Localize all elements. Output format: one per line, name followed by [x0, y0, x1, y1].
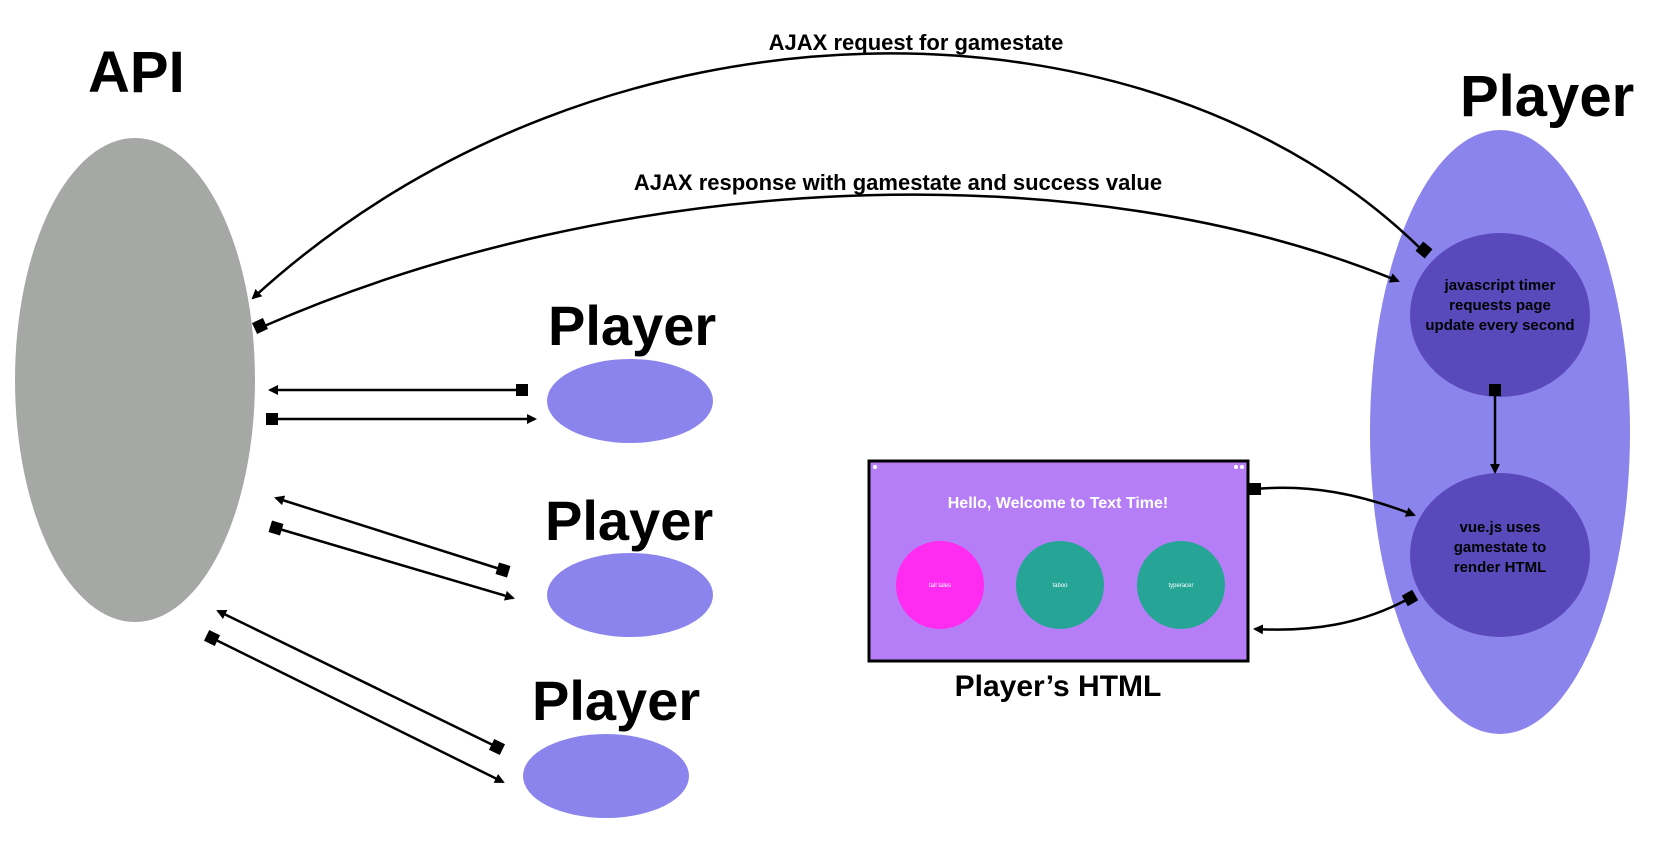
player-3-node: [523, 734, 689, 818]
preview-to-vue-arrow: [1254, 486, 1416, 517]
game-taboo-circle: [1016, 541, 1104, 629]
game-typeracer-circle: [1137, 541, 1225, 629]
vue-render-line-2: gamestate to: [1454, 539, 1547, 556]
vue-to-preview-arrow: [1253, 596, 1411, 635]
js-timer-line-2: requests page: [1449, 297, 1551, 314]
edge-endpoint-square: [1489, 384, 1501, 396]
main-player-node: [1370, 130, 1630, 734]
preview-window-dot-icon: [1234, 465, 1238, 469]
game-tall-tales-label: tall tales: [929, 583, 951, 589]
edge-endpoint-square: [488, 738, 506, 756]
js-timer-node: [1410, 233, 1590, 397]
preview-caption: Player’s HTML: [955, 670, 1162, 703]
api-to-player2-arrow: [275, 526, 515, 601]
player-2-node: [547, 553, 713, 637]
game-tall-tales-circle: [896, 541, 984, 629]
ajax-request-arrow: [251, 52, 1425, 300]
game-taboo-label: taboo: [1052, 583, 1068, 589]
edge-endpoint-square: [268, 520, 284, 536]
player2-to-api-arrow: [274, 495, 504, 572]
preview-window-dot-icon: [1240, 465, 1244, 469]
ajax-response-arrow: [261, 193, 1400, 329]
edge-endpoint-square: [516, 384, 528, 396]
game-typeracer-label: typeracer: [1168, 583, 1193, 589]
player-2-label: Player: [545, 489, 713, 552]
ajax-request-label: AJAX request for gamestate: [769, 30, 1064, 55]
api-to-player3-arrow: [211, 636, 505, 784]
vue-render-line-1: vue.js uses: [1460, 519, 1541, 536]
edge-endpoint-square: [1415, 241, 1433, 259]
edge-endpoint-square: [1401, 589, 1419, 607]
edge-endpoint-square: [203, 629, 221, 647]
vue-render-node: [1410, 473, 1590, 637]
preview-window-dot-icon: [873, 465, 877, 469]
edge-endpoint-square: [1249, 483, 1261, 495]
edge-endpoint-square: [266, 413, 278, 425]
player-html-preview: Hello, Welcome to Text Time! tall tales …: [867, 459, 1250, 663]
js-timer-line-3: update every second: [1425, 317, 1574, 334]
vue-render-line-3: render HTML: [1454, 559, 1547, 576]
api-label: API: [88, 40, 185, 105]
main-player-label: Player: [1460, 64, 1634, 129]
js-timer-line-1: javascript timer: [1444, 277, 1556, 294]
edge-endpoint-square: [252, 318, 268, 334]
ajax-response-label: AJAX response with gamestate and success…: [634, 170, 1162, 195]
api-node: [15, 138, 255, 622]
player-3-label: Player: [532, 669, 700, 732]
edge-endpoint-square: [495, 562, 511, 578]
player3-to-api-arrow: [216, 609, 498, 749]
preview-heading: Hello, Welcome to Text Time!: [948, 495, 1169, 512]
player-1-node: [547, 359, 713, 443]
player-1-label: Player: [548, 294, 716, 357]
